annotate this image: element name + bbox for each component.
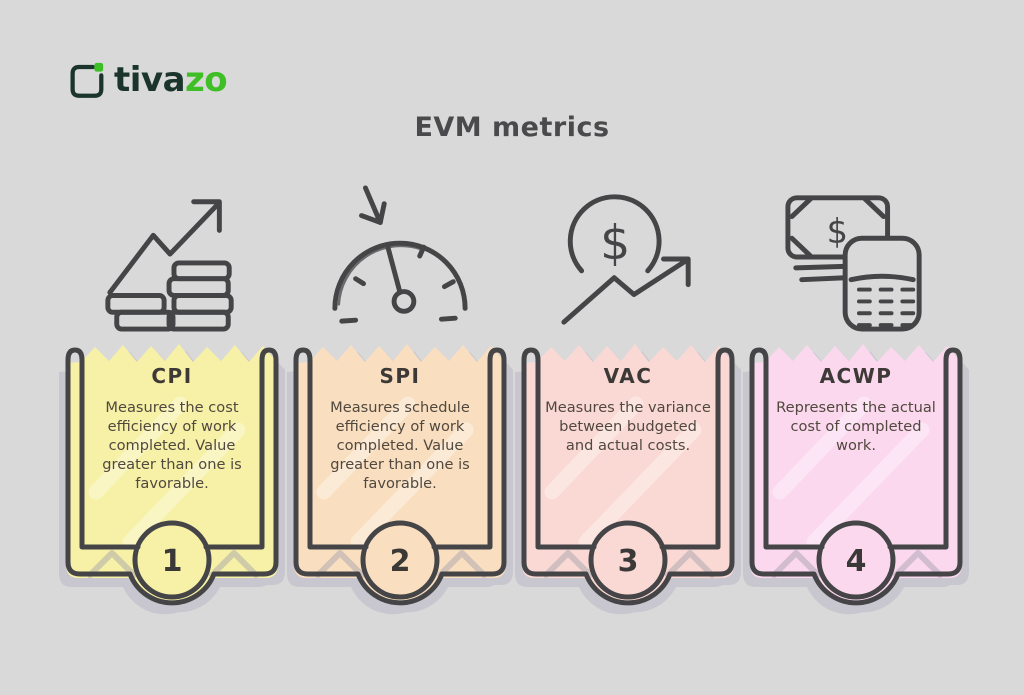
page-title: EVM metrics — [414, 112, 610, 143]
banknote-calculator-icon: $ — [785, 195, 922, 332]
card-number: 1 — [162, 544, 183, 579]
metric-card: 4 ACWP Represents the actual cost of com… — [743, 342, 969, 615]
growth-chart-coins-icon — [105, 199, 234, 332]
card-content: CPI Measures the cost efficiency of work… — [88, 364, 256, 494]
logo: tivazo — [68, 60, 228, 100]
card-content: ACWP Represents the actual cost of compl… — [772, 364, 940, 456]
icons-row: $ $ — [60, 180, 968, 336]
card-artwork: 3 — [515, 344, 741, 615]
speedometer-arrow-icon — [332, 185, 468, 324]
card-label: VAC — [603, 364, 653, 388]
logo-text-accent: zo — [185, 60, 228, 100]
card-description: Measures schedule efficiency of work com… — [330, 399, 470, 492]
card-artwork: 2 — [287, 344, 513, 615]
card-number: 2 — [390, 544, 411, 579]
card-description: Represents the actual cost of completed … — [776, 399, 936, 454]
icon-cell-vac: $ — [516, 180, 740, 336]
logo-text-primary: tiva — [114, 60, 186, 100]
card-description: Measures the cost efficiency of work com… — [102, 399, 242, 492]
icon-cell-acwp: $ — [744, 180, 968, 336]
metric-card: 2 SPI Measures schedule efficiency of wo… — [287, 342, 513, 615]
metric-card: 3 VAC Measures the variance between budg… — [515, 342, 741, 615]
card-label: SPI — [379, 364, 421, 388]
card-label: ACWP — [819, 364, 893, 388]
dollar-circle-growth-icon: $ — [561, 194, 691, 325]
card-number: 3 — [618, 544, 639, 579]
metric-card: 1 CPI Measures the cost efficiency of wo… — [59, 342, 285, 615]
card-content: VAC Measures the variance between budget… — [544, 364, 712, 456]
card-number: 4 — [846, 544, 867, 579]
icon-cell-cpi — [60, 180, 284, 336]
svg-text:$: $ — [827, 212, 848, 251]
card-content: SPI Measures schedule efficiency of work… — [316, 364, 484, 494]
svg-text:$: $ — [600, 216, 630, 271]
tivazo-checkbox-leaf-icon — [70, 62, 104, 98]
cards-row: 1 CPI Measures the cost efficiency of wo… — [59, 342, 969, 615]
logo-text: tivazo — [114, 60, 228, 100]
card-artwork: 1 — [59, 344, 285, 615]
card-label: CPI — [151, 364, 193, 388]
card-artwork: 4 — [743, 344, 969, 615]
card-description: Measures the variance between budgeted a… — [545, 399, 711, 454]
icon-cell-spi — [288, 180, 512, 336]
